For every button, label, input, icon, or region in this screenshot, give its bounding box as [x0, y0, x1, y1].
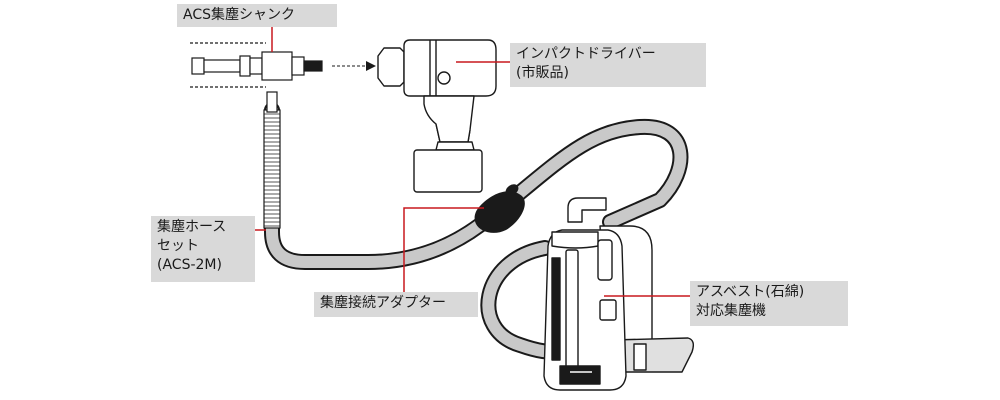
direction-arrow: [332, 61, 376, 71]
acs-shank-label: ACS集塵シャンク: [177, 4, 337, 27]
impact-driver-drawing: [377, 39, 497, 193]
dust-collector-label-line-2: 対応集塵機: [696, 303, 766, 319]
acs-shank-label-line-1: ACS集塵シャンク: [183, 7, 295, 23]
acs-shank-drawing: [190, 42, 323, 88]
impact-driver-label-line-2: (市販品): [516, 65, 569, 81]
dust-collector-drawing: [543, 197, 695, 391]
dust-hose-set-label: 集塵ホース セット (ACS-2M): [151, 216, 255, 282]
impact-driver-label-line-1: インパクトドライバー: [516, 46, 656, 62]
dust-collector-label: アスベスト(石綿) 対応集塵機: [690, 281, 848, 326]
dust-hose-set-label-line-2: セット: [157, 238, 199, 254]
dust-hose-set-label-line-3: (ACS-2M): [157, 257, 222, 273]
dust-collector-label-line-1: アスベスト(石綿): [696, 284, 805, 300]
connection-adapter-shape: [474, 184, 525, 233]
impact-driver-label: インパクトドライバー (市販品): [510, 43, 706, 87]
connection-adapter-label-line-1: 集塵接続アダプター: [320, 295, 446, 311]
connection-adapter-label: 集塵接続アダプター: [314, 292, 478, 317]
leader-adapter: [403, 207, 484, 292]
dust-hose-set-label-line-1: 集塵ホース: [157, 219, 227, 235]
